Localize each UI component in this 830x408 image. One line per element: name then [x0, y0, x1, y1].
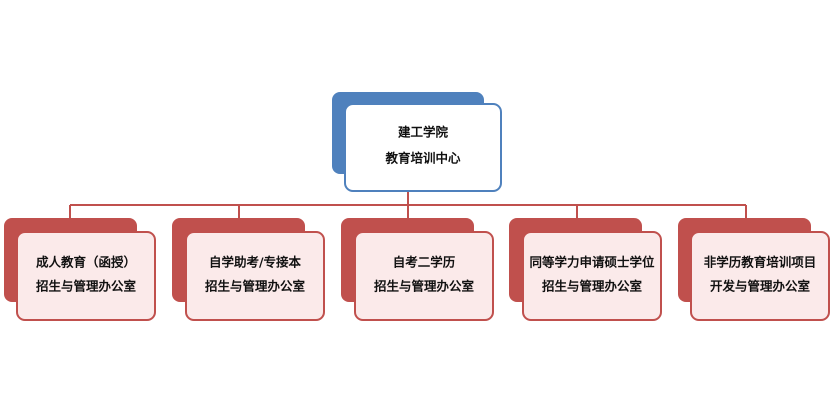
child-node-4-card	[522, 231, 662, 321]
child-node-1-line2: 招生与管理办公室	[36, 279, 137, 294]
child-node-3-line2: 招生与管理办公室	[374, 279, 475, 294]
root-node-card	[344, 103, 502, 192]
child-node-4-line2: 招生与管理办公室	[542, 279, 643, 294]
child-node-1-line1: 成人教育（函授）	[36, 255, 136, 270]
root-node-line2: 教育培训中心	[384, 151, 461, 166]
child-node-2-line2: 招生与管理办公室	[205, 279, 306, 294]
connectors	[69, 191, 747, 218]
root-node: 建工学院 教育培训中心	[332, 92, 502, 192]
child-node-3: 自考二学历 招生与管理办公室	[341, 218, 494, 321]
child-node-4: 同等学力申请硕士学位 招生与管理办公室	[509, 218, 662, 321]
child-node-5-card	[690, 231, 830, 321]
child-node-5-line2: 开发与管理办公室	[710, 279, 811, 294]
root-node-line1: 建工学院	[398, 125, 449, 140]
child-node-2-line1: 自学助考/专接本	[209, 255, 302, 270]
child-node-1: 成人教育（函授） 招生与管理办公室	[4, 218, 156, 321]
child-node-3-line1: 自考二学历	[393, 255, 456, 270]
child-node-2-card	[185, 231, 325, 321]
child-node-5-line1: 非学历教育培训项目	[704, 255, 817, 270]
child-node-4-line1: 同等学力申请硕士学位	[529, 255, 655, 270]
child-node-3-card	[354, 231, 494, 321]
child-node-5: 非学历教育培训项目 开发与管理办公室	[678, 218, 830, 321]
child-node-2: 自学助考/专接本 招生与管理办公室	[172, 218, 325, 321]
child-node-1-card	[16, 231, 156, 321]
